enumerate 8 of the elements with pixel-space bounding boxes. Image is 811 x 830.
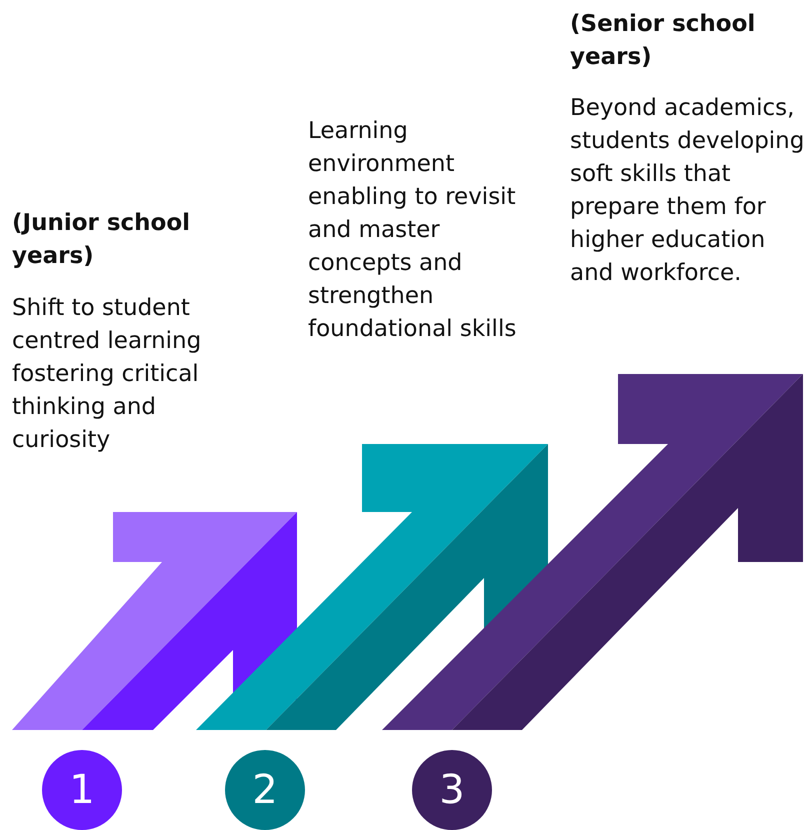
step-number-circle: 3 bbox=[412, 750, 492, 830]
stage-description: Shift to student centred learning fostering critical thinking and curiosity bbox=[12, 294, 202, 455]
step-number-circle: 1 bbox=[42, 750, 122, 830]
step-number-circle: 2 bbox=[225, 750, 305, 830]
stage-heading: (Junior school years) bbox=[12, 209, 192, 271]
stage-description: Beyond academics, students developing soft skills that prepare them for higher education and workforce. bbox=[570, 94, 806, 288]
stage-heading: (Senior school years) bbox=[570, 10, 756, 72]
stage-description: Learning environment enabling to revisit and master concepts and strengthen foundational skills bbox=[308, 117, 518, 344]
